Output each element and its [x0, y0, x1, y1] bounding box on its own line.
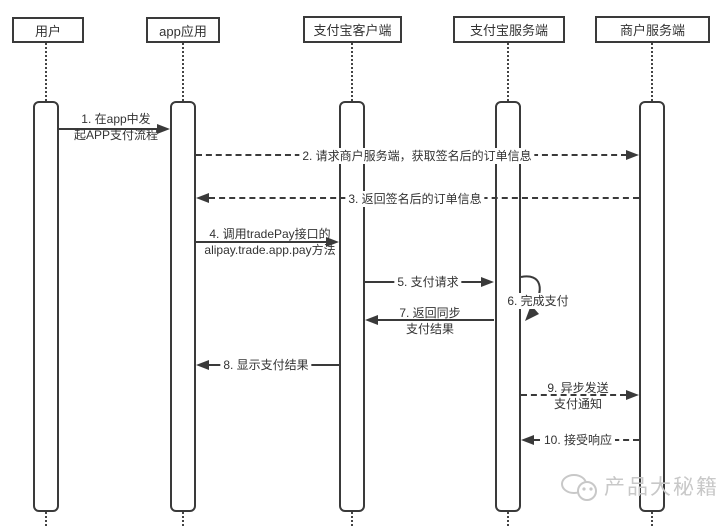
message-7-arrowhead-icon — [365, 315, 378, 325]
message-5-arrowhead-icon — [481, 277, 494, 287]
message-10-label: 10. 接受响应 — [540, 432, 616, 448]
lifeline-alipay-client-bottom — [351, 512, 353, 526]
message-5-label: 5. 支付请求 — [394, 274, 462, 290]
message-3-arrowhead-icon — [196, 193, 209, 203]
message-4-arrowhead-icon — [326, 237, 339, 247]
lifeline-app — [182, 43, 184, 101]
activation-alipay-client — [339, 101, 365, 512]
message-1-line — [59, 128, 158, 130]
message-10-arrowhead-icon — [521, 435, 534, 445]
actor-user: 用户 — [12, 17, 84, 43]
message-9-line — [521, 394, 626, 396]
message-2-arrowhead-icon — [626, 150, 639, 160]
message-9-label: 9. 异步发送 支付通知 — [547, 381, 609, 411]
lifeline-alipay-server-bottom — [507, 512, 509, 526]
message-7-label: 7. 返回同步 支付结果 — [399, 306, 461, 336]
message-4-line — [196, 241, 327, 243]
lifeline-user — [45, 43, 47, 101]
lifeline-merchant-server — [651, 43, 653, 101]
activation-merchant-server — [639, 101, 665, 512]
actor-alipay-server: 支付宝服务端 — [453, 16, 565, 43]
lifeline-merchant-server-bottom — [651, 512, 653, 526]
message-3-label: 3. 返回签名后的订单信息 — [345, 191, 485, 207]
activation-user — [33, 101, 59, 512]
watermark: 产品大秘籍 — [560, 472, 719, 504]
message-2-label: 2. 请求商户服务端，获取签名后的订单信息 — [299, 148, 535, 164]
actor-alipay-client: 支付宝客户端 — [303, 16, 402, 43]
message-1-arrowhead-icon — [157, 124, 170, 134]
actor-app: app应用 — [146, 17, 220, 43]
message-8-arrowhead-icon — [196, 360, 209, 370]
lifeline-alipay-server — [507, 43, 509, 101]
lifeline-alipay-client — [351, 43, 353, 101]
activation-app — [170, 101, 196, 512]
message-7-line — [378, 319, 494, 321]
message-4-label: 4. 调用tradePay接口的 alipay.trade.app.pay方法 — [204, 227, 336, 257]
watermark-logo-icon — [561, 474, 597, 501]
lifeline-user-bottom — [45, 512, 47, 526]
message-1-label: 1. 在app中发 起APP支付流程 — [73, 112, 159, 142]
lifeline-app-bottom — [182, 512, 184, 526]
message-9-arrowhead-icon — [626, 390, 639, 400]
actor-merchant-server: 商户服务端 — [595, 16, 710, 43]
message-8-label: 8. 显示支付结果 — [220, 357, 312, 373]
watermark-text: 产品大秘籍 — [604, 476, 719, 499]
message-6-label: 6. 完成支付 — [504, 293, 572, 309]
